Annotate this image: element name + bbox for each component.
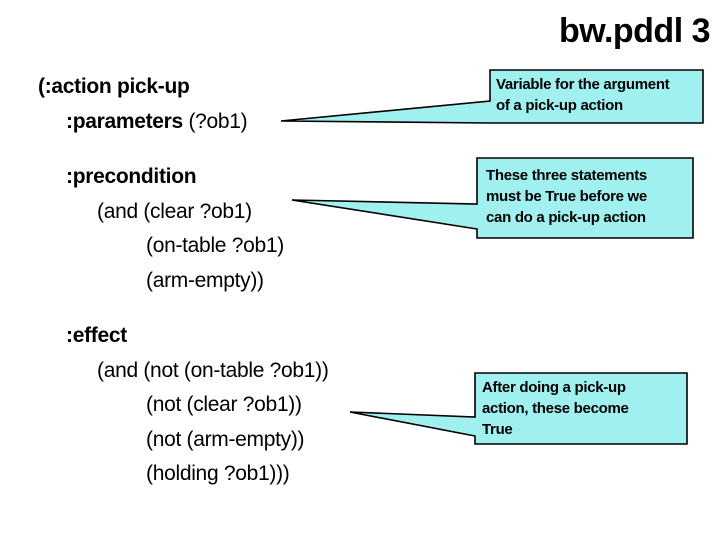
code-line-action: (:action pick-up bbox=[38, 70, 458, 105]
code-text: (on-table ?ob1) bbox=[146, 234, 284, 257]
callout-1-text: Variable for the argument of a pick-up a… bbox=[496, 74, 670, 116]
code-keyword: (:action pick-up bbox=[38, 75, 190, 98]
code-line-precondition: :precondition bbox=[38, 160, 458, 195]
callout-text-line: action, these become bbox=[482, 400, 629, 417]
callout-text-line: These three statements bbox=[486, 167, 647, 184]
code-text: (?ob1) bbox=[182, 109, 248, 133]
callout-3-text: After doing a pick-up action, these beco… bbox=[482, 377, 629, 440]
callout-text-line: must be True before we bbox=[486, 188, 647, 205]
slide-title: bw.pddl 3 bbox=[558, 12, 711, 50]
callout-bubble-2-shape bbox=[291, 157, 694, 239]
code-keyword: :precondition bbox=[66, 165, 197, 188]
code-keyword: :effect bbox=[66, 324, 127, 347]
code-block: (:action pick-up :parameters (?ob1) :pre… bbox=[38, 70, 458, 492]
callout-text-line: Variable for the argument bbox=[496, 76, 670, 93]
callout-text-line: can do a pick-up action bbox=[486, 209, 646, 226]
callout-text-line: After doing a pick-up bbox=[482, 379, 626, 396]
code-text: (not (arm-empty)) bbox=[146, 427, 305, 451]
code-line: (and (clear ?ob1) bbox=[38, 195, 458, 230]
callout-bubble-1-shape bbox=[280, 69, 704, 124]
callout-text-line: of a pick-up action bbox=[496, 97, 623, 114]
code-line: (holding ?ob1))) bbox=[38, 457, 458, 492]
code-line: (not (clear ?ob1)) bbox=[38, 388, 458, 423]
code-line: (on-table ?ob1) bbox=[38, 229, 458, 264]
code-text: (holding ?ob1))) bbox=[146, 462, 290, 485]
code-keyword: :parameters bbox=[66, 109, 183, 133]
code-line: (arm-empty)) bbox=[38, 264, 458, 299]
callout-2-text: These three statements must be True befo… bbox=[486, 165, 647, 228]
callout-text-line: True bbox=[482, 421, 513, 438]
code-line-parameters: :parameters (?ob1) bbox=[38, 105, 458, 140]
code-line: (and (not (on-table ?ob1)) bbox=[38, 354, 458, 389]
code-text: (arm-empty)) bbox=[146, 268, 264, 292]
code-line-effect: :effect bbox=[38, 319, 458, 354]
code-line: (not (arm-empty)) bbox=[38, 423, 458, 458]
code-text: (not (clear ?ob1)) bbox=[146, 393, 302, 416]
code-text: (and (not (on-table ?ob1)) bbox=[97, 358, 329, 382]
code-text: (and (clear ?ob1) bbox=[97, 199, 252, 223]
callout-bubble-3-shape bbox=[349, 372, 688, 445]
